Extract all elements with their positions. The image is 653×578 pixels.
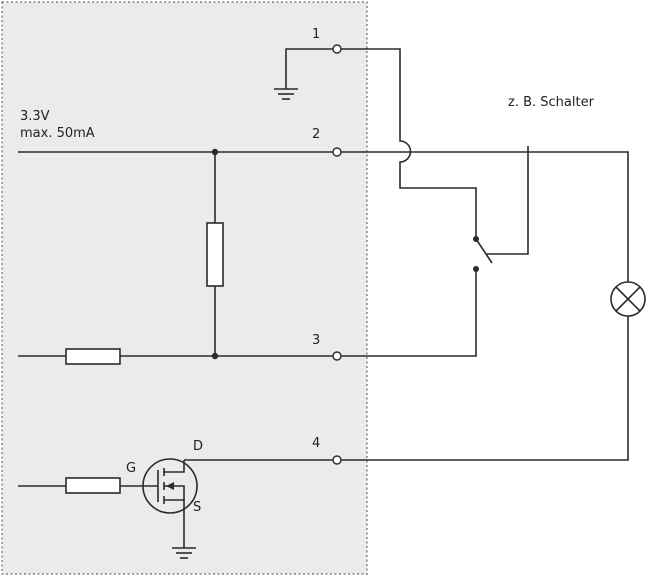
ground-symbol-top (274, 48, 335, 100)
gate-label: G (126, 461, 136, 476)
source-label: S (193, 500, 201, 515)
terminal-2 (332, 147, 342, 157)
supply-current-label: max. 50mA (20, 126, 95, 141)
terminal-label-2: 2 (312, 127, 320, 142)
terminal-4 (332, 455, 342, 465)
terminal-1 (332, 44, 342, 54)
drain-label: D (193, 439, 203, 454)
terminal-3 (332, 351, 342, 361)
mosfet-symbol (142, 458, 198, 527)
terminal-label-3: 3 (312, 333, 320, 348)
gate-resistor (65, 477, 121, 494)
wire-terminal-2-to-lamp (339, 151, 629, 282)
junction-line-3 (211, 352, 219, 360)
wire-lamp-to-terminal-4 (339, 316, 629, 461)
switch-symbol (473, 146, 529, 272)
switch-note-label: z. B. Schalter (508, 95, 595, 110)
lamp-symbol (610, 281, 646, 317)
terminal-label-1: 1 (312, 27, 320, 42)
wire-terminal-3-to-switch (339, 271, 477, 357)
ground-symbol-bottom (172, 527, 196, 559)
supply-voltage-label: 3.3V (20, 109, 50, 124)
pullup-resistor (206, 222, 224, 287)
terminal-label-4: 4 (312, 436, 320, 451)
input-resistor (65, 348, 121, 365)
device-boundary (1, 1, 368, 575)
junction-line-2 (211, 148, 219, 156)
